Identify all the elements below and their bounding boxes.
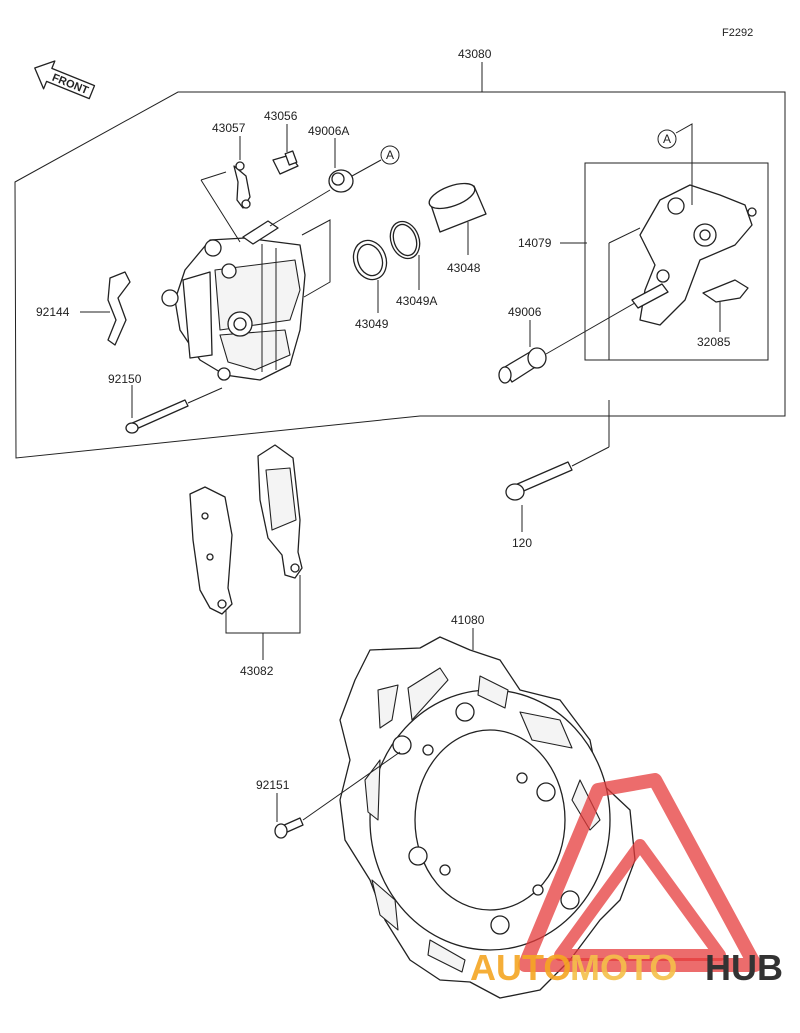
bleeder-cap-part	[233, 161, 251, 209]
bleeder-valve-part	[272, 150, 299, 175]
pad-retainer-part	[702, 279, 749, 303]
boot-part	[498, 347, 547, 384]
figure-code: F2292	[722, 27, 753, 39]
bolt-part	[505, 461, 573, 501]
caliper-assembly-outline	[14, 91, 786, 459]
piston-seal-a-part	[389, 220, 421, 260]
caliper-body	[161, 237, 306, 381]
label-49006: 49006	[508, 305, 542, 319]
label-32085: 32085	[697, 335, 731, 349]
disc-bolt-part	[274, 817, 304, 839]
front-arrow-icon: FRONT	[34, 60, 96, 100]
watermark-word3: HUB	[705, 947, 783, 988]
callout-a-text-2: A	[663, 132, 671, 146]
label-43049a: 43049A	[396, 294, 437, 308]
label-43049: 43049	[355, 317, 389, 331]
watermark-word2: MOTO	[570, 947, 677, 988]
label-43080: 43080	[458, 47, 492, 61]
label-120: 120	[512, 536, 532, 550]
piston-part	[428, 182, 487, 233]
pad-left-part	[189, 486, 233, 615]
callout-marker-a-2	[657, 129, 677, 149]
automotohub-watermark: AUTO MOTO HUB	[470, 773, 783, 988]
pin-part	[125, 399, 189, 434]
label-43056: 43056	[264, 109, 298, 123]
label-49006a: 49006A	[308, 124, 349, 138]
callout-a-text-1: A	[386, 148, 394, 162]
bracket-part	[639, 184, 757, 326]
boot-a-part	[328, 169, 354, 193]
brake-disc-part	[339, 636, 636, 999]
label-14079: 14079	[518, 236, 552, 250]
piston-seal-part	[352, 239, 388, 281]
label-92144: 92144	[36, 305, 70, 319]
callout-marker-a-1	[380, 145, 400, 165]
label-43082: 43082	[240, 664, 274, 678]
pad-spring-part	[107, 271, 131, 346]
label-41080: 41080	[451, 613, 485, 627]
pad-right-part	[257, 444, 303, 579]
watermark-word1: AUTO	[470, 947, 571, 988]
label-92150: 92150	[108, 372, 142, 386]
label-43057: 43057	[212, 121, 246, 135]
label-43048: 43048	[447, 261, 481, 275]
bracket-box	[584, 162, 769, 361]
label-92151: 92151	[256, 778, 290, 792]
